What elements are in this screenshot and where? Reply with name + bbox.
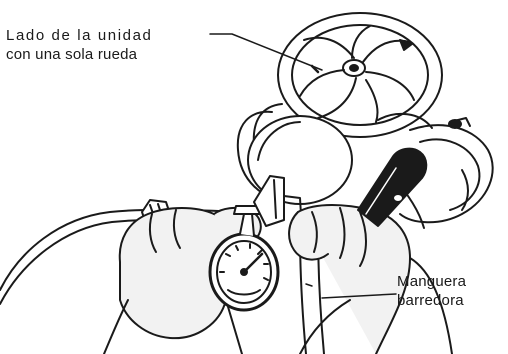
wheel-side-callout: Lado de la unidad con una sola rueda — [6, 26, 152, 64]
wheel-side-label-line2: con una sola rueda — [6, 46, 138, 63]
sweep-hose-label-line1: Manguera — [397, 273, 467, 290]
sweep-hose-label-line2: barredora — [397, 292, 464, 309]
wheel-side-label-line1: Lado de la unidad — [6, 27, 153, 44]
right-hand — [288, 204, 453, 354]
wheel-leader-line — [209, 33, 323, 71]
pressure-gauge-icon — [208, 205, 280, 312]
sweep-handle — [357, 147, 428, 227]
single-wheel — [277, 12, 443, 138]
sweep-hose-callout: Manguera barredora — [397, 272, 466, 310]
leader-lines — [209, 33, 397, 299]
hose-leader-line — [321, 293, 397, 299]
